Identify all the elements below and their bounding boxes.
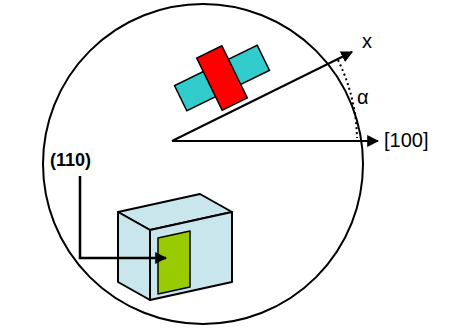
wafer-outline	[43, 4, 363, 324]
direction-arrow	[172, 140, 378, 142]
direction-label: [100]	[384, 129, 428, 151]
plane-label: (110)	[50, 151, 91, 171]
leader-arrow	[80, 176, 166, 258]
device-gate	[197, 46, 248, 110]
x-axis-arrow	[172, 52, 352, 141]
crystal-cube	[118, 194, 232, 300]
plane-face	[158, 231, 190, 294]
axis-label: x	[362, 30, 372, 52]
angle-label: α	[357, 86, 369, 108]
cube-right-face	[150, 212, 232, 300]
cube-left-face	[118, 212, 150, 300]
angle-arc	[338, 60, 357, 138]
device-symbol	[168, 32, 276, 124]
